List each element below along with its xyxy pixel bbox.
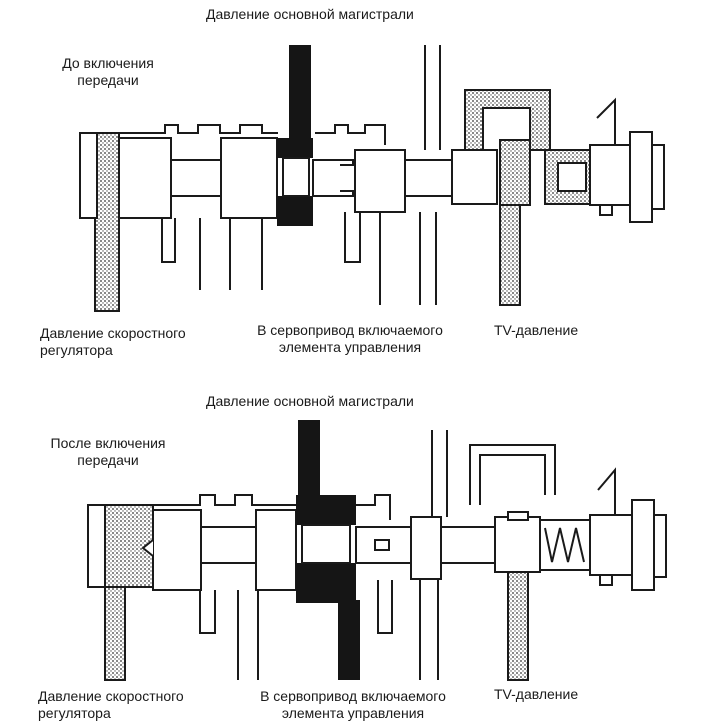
top-governor-line1: Давление скоростного	[40, 325, 186, 341]
top-state-line2: передачи	[77, 72, 139, 88]
top-governor-label: Давление скоростного регулятора	[40, 325, 186, 359]
bottom-servo-line2: элемента управления	[281, 705, 425, 721]
bottom-servo-label: В сервопривод включаемого элемента управ…	[248, 688, 458, 722]
bottom-spool-land-2	[255, 509, 297, 591]
bottom-governor-label: Давление скоростного регулятора	[38, 688, 184, 722]
bottom-governor-line2: регулятора	[38, 705, 111, 721]
top-state-line1: До включения	[62, 55, 154, 71]
bottom-valve	[87, 420, 667, 681]
top-valve	[79, 45, 665, 312]
bottom-governor-line1: Давление скоростного	[38, 688, 184, 704]
top-governor-line2: регулятора	[40, 342, 113, 358]
bottom-state-line2: передачи	[77, 452, 139, 468]
bottom-main-line-label: Давление основной магистрали	[206, 393, 414, 409]
top-spool-land-2	[220, 137, 278, 219]
bottom-main-line-channel	[298, 420, 320, 508]
bottom-tv-channel	[507, 571, 529, 681]
top-spool-land-3	[354, 149, 406, 213]
top-spool-land-1	[118, 137, 172, 219]
top-main-line-channel	[289, 45, 311, 138]
bottom-end-cap	[589, 514, 633, 576]
top-governor-channel	[94, 132, 120, 312]
top-tv-label: TV-давление	[494, 322, 579, 338]
top-servo-line1: В сервопривод включаемого	[257, 322, 443, 338]
bottom-state-label: После включения передачи	[38, 435, 178, 469]
bottom-state-line1: После включения	[50, 435, 166, 451]
top-end-cap	[589, 144, 631, 206]
top-state-label: До включения передачи	[48, 55, 168, 89]
bottom-tv-label: TV-давление	[494, 686, 579, 702]
top-servo-label: В сервопривод включаемого элемента управ…	[245, 322, 455, 356]
top-servo-line2: элемента управления	[278, 339, 422, 355]
bottom-servo-line1: В сервопривод включаемого	[260, 688, 446, 704]
top-tv-channel	[464, 89, 551, 151]
top-main-line-label: Давление основной магистрали	[206, 6, 414, 22]
